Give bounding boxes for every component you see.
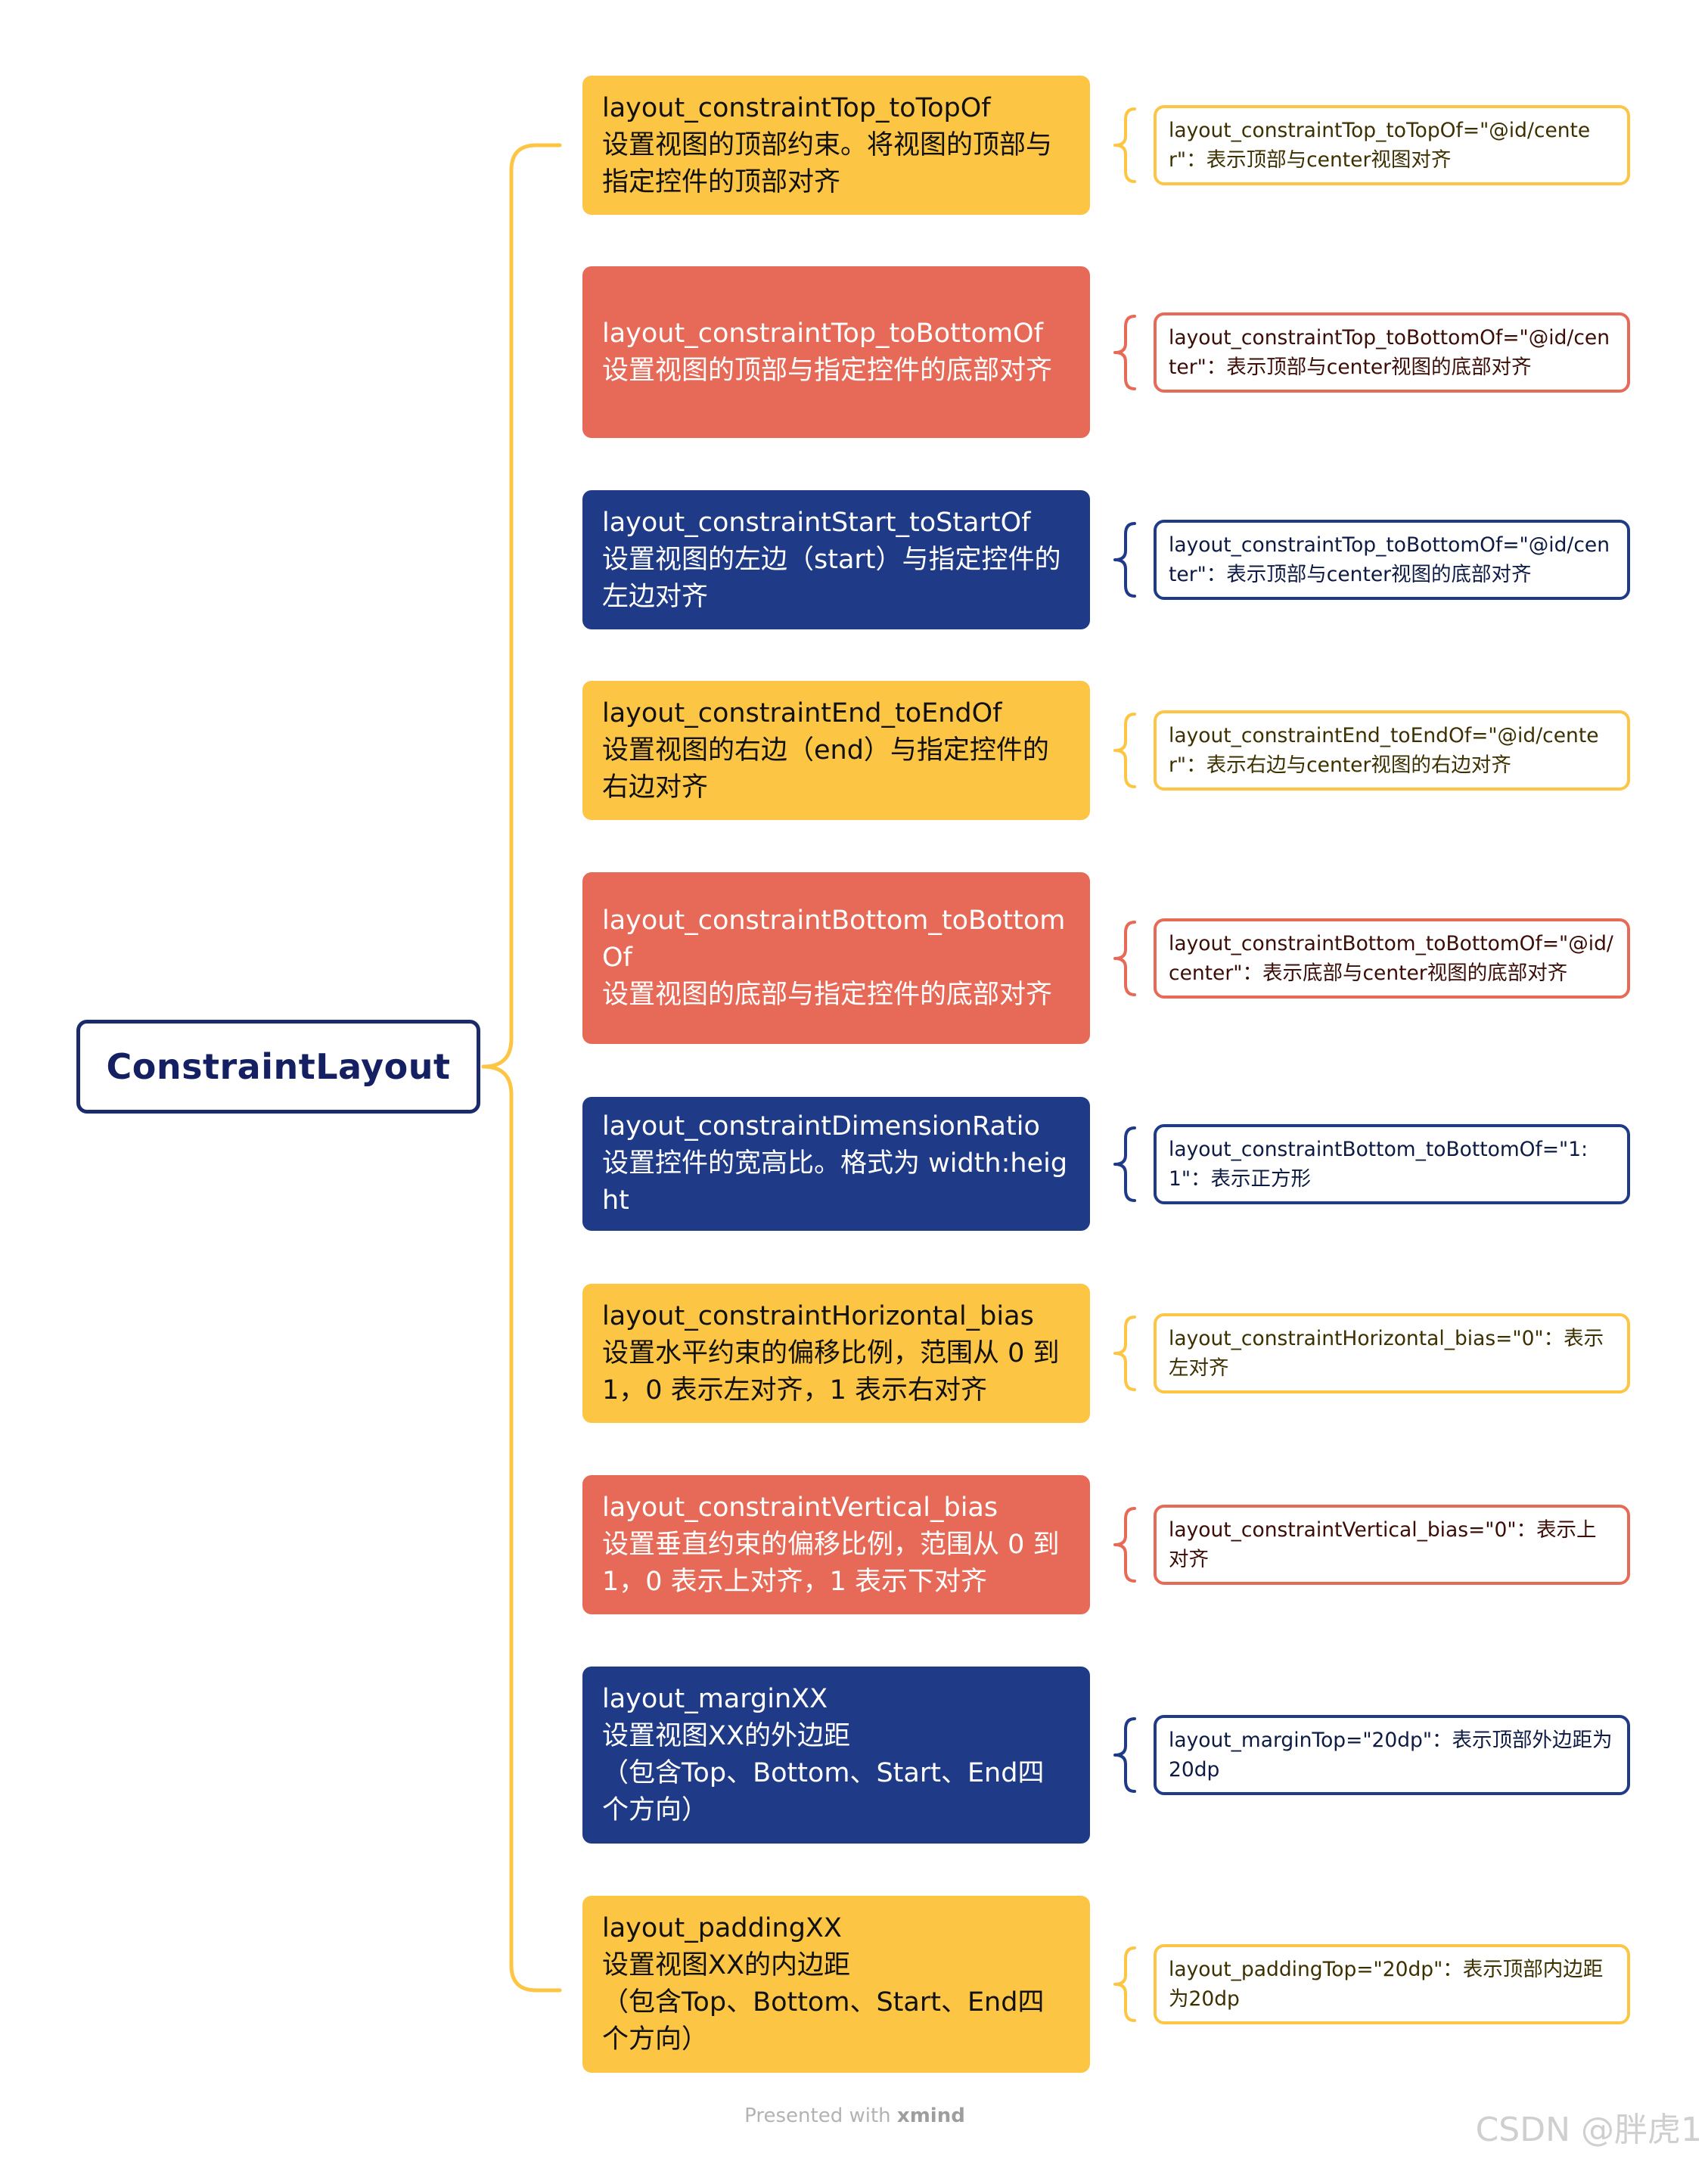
topic-title: layout_constraintTop_toTopOf bbox=[602, 92, 991, 123]
topic-title: layout_marginXX bbox=[602, 1684, 828, 1714]
topic-description: 设置视图的底部与指定控件的底部对齐 bbox=[602, 980, 1053, 1010]
topic-title: layout_constraintEnd_toEndOf bbox=[602, 697, 1002, 728]
topic-description: 设置视图的顶部约束。将视图的顶部与指定控件的顶部对齐 bbox=[602, 129, 1053, 197]
note-brace bbox=[1113, 1717, 1136, 1793]
note-bottom-to-bottom[interactable]: layout_constraintBottom_toBottomOf="@id/… bbox=[1154, 918, 1630, 999]
note-brace bbox=[1113, 1507, 1136, 1583]
note-padding[interactable]: layout_paddingTop="20dp"：表示顶部内边距为20dp bbox=[1154, 1944, 1630, 2024]
note-dimension-ratio[interactable]: layout_constraintBottom_toBottomOf="1:1"… bbox=[1154, 1124, 1630, 1204]
note-brace bbox=[1113, 522, 1136, 598]
topic-padding[interactable]: layout_paddingXX 设置视图XX的内边距 （包含Top、Botto… bbox=[582, 1896, 1090, 2073]
note-vertical-bias[interactable]: layout_constraintVertical_bias="0"：表示上对齐 bbox=[1154, 1505, 1630, 1585]
root-connector bbox=[481, 1064, 514, 1097]
topic-title: layout_constraintVertical_bias bbox=[602, 1492, 998, 1523]
note-text: layout_paddingTop="20dp"：表示顶部内边距为20dp bbox=[1169, 1958, 1604, 2011]
note-top-to-top[interactable]: layout_constraintTop_toTopOf="@id/center… bbox=[1154, 105, 1630, 185]
branch-connector bbox=[509, 143, 562, 172]
topic-description: 设置视图的顶部与指定控件的底部对齐 bbox=[602, 355, 1053, 386]
topic-title: layout_constraintBottom_toBottomOf bbox=[602, 906, 1066, 973]
topic-title: layout_constraintStart_toStartOf bbox=[602, 507, 1031, 538]
note-text: layout_marginTop="20dp"：表示顶部外边距为20dp bbox=[1169, 1729, 1613, 1782]
note-brace bbox=[1113, 1946, 1136, 2022]
note-brace bbox=[1113, 713, 1136, 788]
topic-end-to-end[interactable]: layout_constraintEnd_toEndOf 设置视图的右边（end… bbox=[582, 681, 1090, 820]
note-text: layout_constraintTop_toBottomOf="@id/cen… bbox=[1169, 326, 1610, 379]
topic-title: layout_paddingXX bbox=[602, 1913, 842, 1943]
topic-description: 设置控件的宽高比。格式为 width:height bbox=[602, 1148, 1068, 1216]
note-margin[interactable]: layout_marginTop="20dp"：表示顶部外边距为20dp bbox=[1154, 1715, 1630, 1795]
topic-description: 设置视图的左边（start）与指定控件的左边对齐 bbox=[602, 544, 1061, 612]
topic-title: layout_constraintTop_toBottomOf bbox=[602, 318, 1043, 349]
note-text: layout_constraintTop_toTopOf="@id/center… bbox=[1169, 119, 1591, 172]
footer-brand: xmind bbox=[896, 2105, 965, 2127]
topic-start-to-start[interactable]: layout_constraintStart_toStartOf 设置视图的左边… bbox=[582, 490, 1090, 629]
note-text: layout_constraintVertical_bias="0"：表示上对齐 bbox=[1169, 1518, 1597, 1571]
topic-top-to-bottom[interactable]: layout_constraintTop_toBottomOf 设置视图的顶部与… bbox=[582, 266, 1090, 438]
note-brace bbox=[1113, 1126, 1136, 1202]
root-connector bbox=[481, 1036, 514, 1069]
note-horizontal-bias[interactable]: layout_constraintHorizontal_bias="0"：表示左… bbox=[1154, 1313, 1630, 1393]
topic-top-to-top[interactable]: layout_constraintTop_toTopOf 设置视图的顶部约束。将… bbox=[582, 76, 1090, 215]
note-end-to-end[interactable]: layout_constraintEnd_toEndOf="@id/center… bbox=[1154, 710, 1630, 791]
topic-description: 设置视图的右边（end）与指定控件的右边对齐 bbox=[602, 735, 1049, 803]
topic-vertical-bias[interactable]: layout_constraintVertical_bias 设置垂直约束的偏移… bbox=[582, 1475, 1090, 1614]
topic-description: 设置视图XX的外边距 bbox=[602, 1721, 850, 1751]
topic-horizontal-bias[interactable]: layout_constraintHorizontal_bias 设置水平约束的… bbox=[582, 1284, 1090, 1423]
topic-description-extra: （包含Top、Bottom、Start、End四个方向） bbox=[602, 1987, 1045, 2055]
csdn-watermark: CSDN @胖虎1 bbox=[1475, 2111, 1702, 2149]
footer-prefix: Presented with bbox=[744, 2105, 897, 2127]
note-start-to-start[interactable]: layout_constraintTop_toBottomOf="@id/cen… bbox=[1154, 520, 1630, 600]
topic-dimension-ratio[interactable]: layout_constraintDimensionRatio 设置控件的宽高比… bbox=[582, 1097, 1090, 1231]
topic-title: layout_constraintHorizontal_bias bbox=[602, 1300, 1034, 1331]
note-brace bbox=[1113, 315, 1136, 390]
topic-title: layout_constraintDimensionRatio bbox=[602, 1111, 1040, 1142]
note-text: layout_constraintBottom_toBottomOf="1:1"… bbox=[1169, 1138, 1588, 1191]
note-brace bbox=[1113, 107, 1136, 183]
note-text: layout_constraintEnd_toEndOf="@id/center… bbox=[1169, 724, 1599, 777]
note-text: layout_constraintHorizontal_bias="0"：表示左… bbox=[1169, 1327, 1604, 1380]
note-top-to-bottom[interactable]: layout_constraintTop_toBottomOf="@id/cen… bbox=[1154, 312, 1630, 393]
topic-description: 设置水平约束的偏移比例，范围从 0 到 1，0 表示左对齐，1 表示右对齐 bbox=[602, 1337, 1060, 1406]
branch-connector bbox=[509, 1963, 562, 1993]
note-brace bbox=[1113, 921, 1136, 996]
note-text: layout_constraintBottom_toBottomOf="@id/… bbox=[1169, 932, 1613, 985]
topic-bottom-to-bottom[interactable]: layout_constraintBottom_toBottomOf 设置视图的… bbox=[582, 872, 1090, 1044]
presented-with-footer: Presented with xmind bbox=[741, 2105, 968, 2127]
note-brace bbox=[1113, 1316, 1136, 1391]
root-label: ConstraintLayout bbox=[106, 1046, 451, 1087]
topic-margin[interactable]: layout_marginXX 设置视图XX的外边距 （包含Top、Bottom… bbox=[582, 1667, 1090, 1844]
topic-description: 设置垂直约束的偏移比例，范围从 0 到 1，0 表示上对齐，1 表示下对齐 bbox=[602, 1529, 1060, 1597]
topic-description-extra: （包含Top、Bottom、Start、End四个方向） bbox=[602, 1758, 1045, 1825]
note-text: layout_constraintTop_toBottomOf="@id/cen… bbox=[1169, 533, 1610, 586]
root-node[interactable]: ConstraintLayout bbox=[76, 1020, 480, 1114]
topic-description: 设置视图XX的内边距 bbox=[602, 1950, 850, 1980]
